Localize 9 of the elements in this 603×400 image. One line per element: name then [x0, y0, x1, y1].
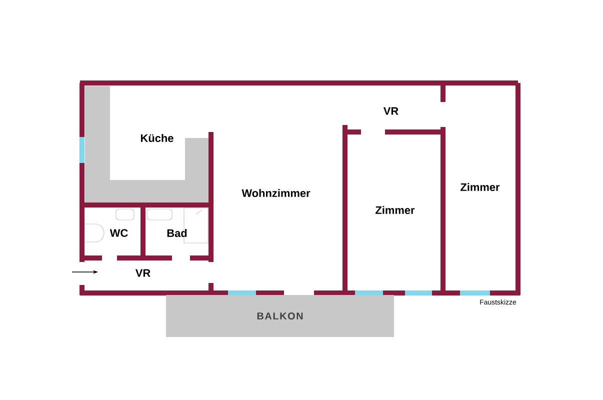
- room-name: Küche: [141, 134, 174, 142]
- room-name: Zimmer: [460, 182, 500, 192]
- room-name: VR: [383, 107, 398, 115]
- balcony-area: BALKON: [166, 295, 394, 337]
- room-name: Zimmer: [376, 206, 415, 214]
- room-name: Wohnzimmer: [242, 188, 310, 198]
- room-name: WC: [110, 229, 128, 237]
- room-name: Bad: [167, 228, 187, 238]
- room-name: VR: [135, 269, 150, 277]
